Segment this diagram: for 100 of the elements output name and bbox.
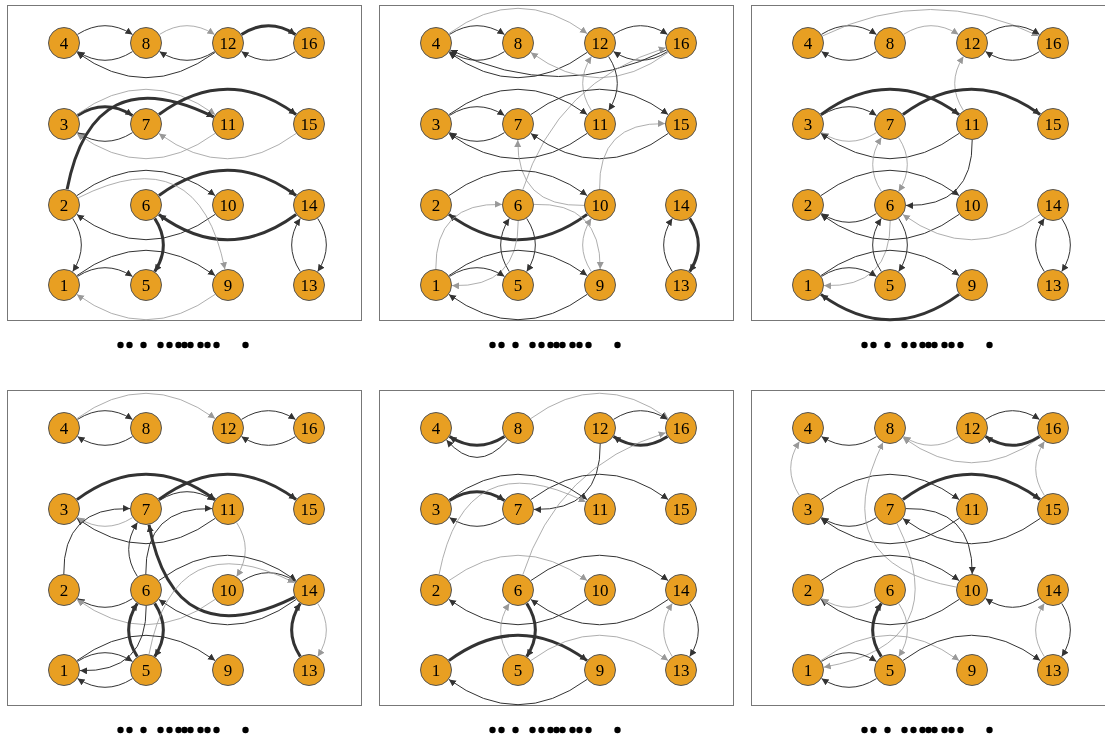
arrow <box>820 473 960 501</box>
arrow <box>1061 602 1071 658</box>
arrow <box>158 87 297 116</box>
arrow <box>820 169 960 197</box>
arrow <box>448 678 588 706</box>
arrow <box>158 472 297 501</box>
arrow <box>79 605 147 675</box>
arrow <box>77 25 133 35</box>
arrow <box>76 249 216 277</box>
arrow <box>820 598 960 626</box>
arrow <box>448 213 588 242</box>
arrow <box>449 106 505 116</box>
arrow <box>449 25 505 35</box>
arrow <box>448 293 588 321</box>
graph-panel <box>7 5 362 321</box>
arrow <box>153 217 165 273</box>
arrow <box>65 96 215 190</box>
arrow <box>449 267 505 277</box>
arrow <box>821 51 877 61</box>
arrow <box>76 517 216 545</box>
arrow <box>530 473 669 500</box>
arrow <box>128 522 138 577</box>
arrow <box>317 217 327 273</box>
arrow <box>76 213 216 241</box>
arrow <box>158 554 297 581</box>
arrow <box>821 517 877 527</box>
arrow <box>985 51 1040 61</box>
arrow <box>127 602 139 658</box>
arrow <box>449 51 505 61</box>
arrow <box>985 598 1040 608</box>
arrow <box>1061 217 1071 273</box>
arrow <box>448 249 588 277</box>
arrow <box>290 602 302 658</box>
arrow <box>76 169 216 197</box>
arrow <box>448 473 588 501</box>
arrow <box>613 51 668 61</box>
arrow <box>63 505 131 575</box>
arrow <box>821 25 877 35</box>
arrow <box>530 133 669 160</box>
arrow <box>688 217 700 273</box>
arrow <box>448 435 506 447</box>
arrow <box>77 132 133 142</box>
arrow <box>821 267 877 277</box>
arrow <box>820 132 960 160</box>
arrow <box>612 435 669 447</box>
arrow <box>905 508 976 575</box>
arrow <box>291 217 301 273</box>
graph-panel <box>379 5 734 321</box>
arrow <box>77 51 133 61</box>
arrow <box>448 51 588 79</box>
graph-panel <box>379 390 734 706</box>
arrow <box>72 217 82 273</box>
arrow <box>530 554 669 581</box>
arrow <box>76 472 216 501</box>
arrow <box>821 436 877 446</box>
arrow <box>147 524 296 618</box>
arrow <box>448 169 588 197</box>
arrow <box>449 132 505 142</box>
arrow <box>159 491 215 501</box>
arrow <box>820 213 960 241</box>
arrow <box>820 554 960 582</box>
arrow <box>871 602 883 658</box>
arrow <box>530 88 669 115</box>
arrow <box>821 678 877 688</box>
arrow <box>985 410 1040 420</box>
arrow <box>1035 217 1045 273</box>
arrow <box>158 213 297 242</box>
arrow <box>530 599 669 626</box>
arrow <box>525 602 537 658</box>
arrow <box>448 490 506 502</box>
arrow <box>902 634 1041 661</box>
arrow <box>820 249 960 277</box>
arrow <box>76 51 216 79</box>
arrow <box>821 213 877 223</box>
graph-panel <box>751 5 1105 321</box>
arrow <box>821 652 877 662</box>
graph-panel <box>751 390 1105 706</box>
arrow <box>898 217 908 273</box>
graph-panel <box>7 390 362 706</box>
arrow <box>820 87 960 116</box>
arrow <box>241 572 296 582</box>
arrow <box>158 599 297 626</box>
arrow <box>240 24 297 36</box>
arrow <box>77 598 133 608</box>
arrow <box>241 410 296 420</box>
arrow <box>613 25 668 35</box>
arrow <box>663 217 673 273</box>
arrow <box>145 505 213 575</box>
arrow <box>159 51 215 61</box>
arrow <box>902 518 1041 545</box>
arrow <box>446 439 508 458</box>
arrow <box>526 217 536 273</box>
arrow <box>77 652 133 662</box>
arrow <box>984 435 1041 447</box>
arrow <box>241 436 296 446</box>
arrow <box>77 410 133 420</box>
arrow <box>448 633 588 662</box>
arrow <box>153 602 165 658</box>
arrow <box>608 56 618 111</box>
arrow <box>613 410 668 420</box>
